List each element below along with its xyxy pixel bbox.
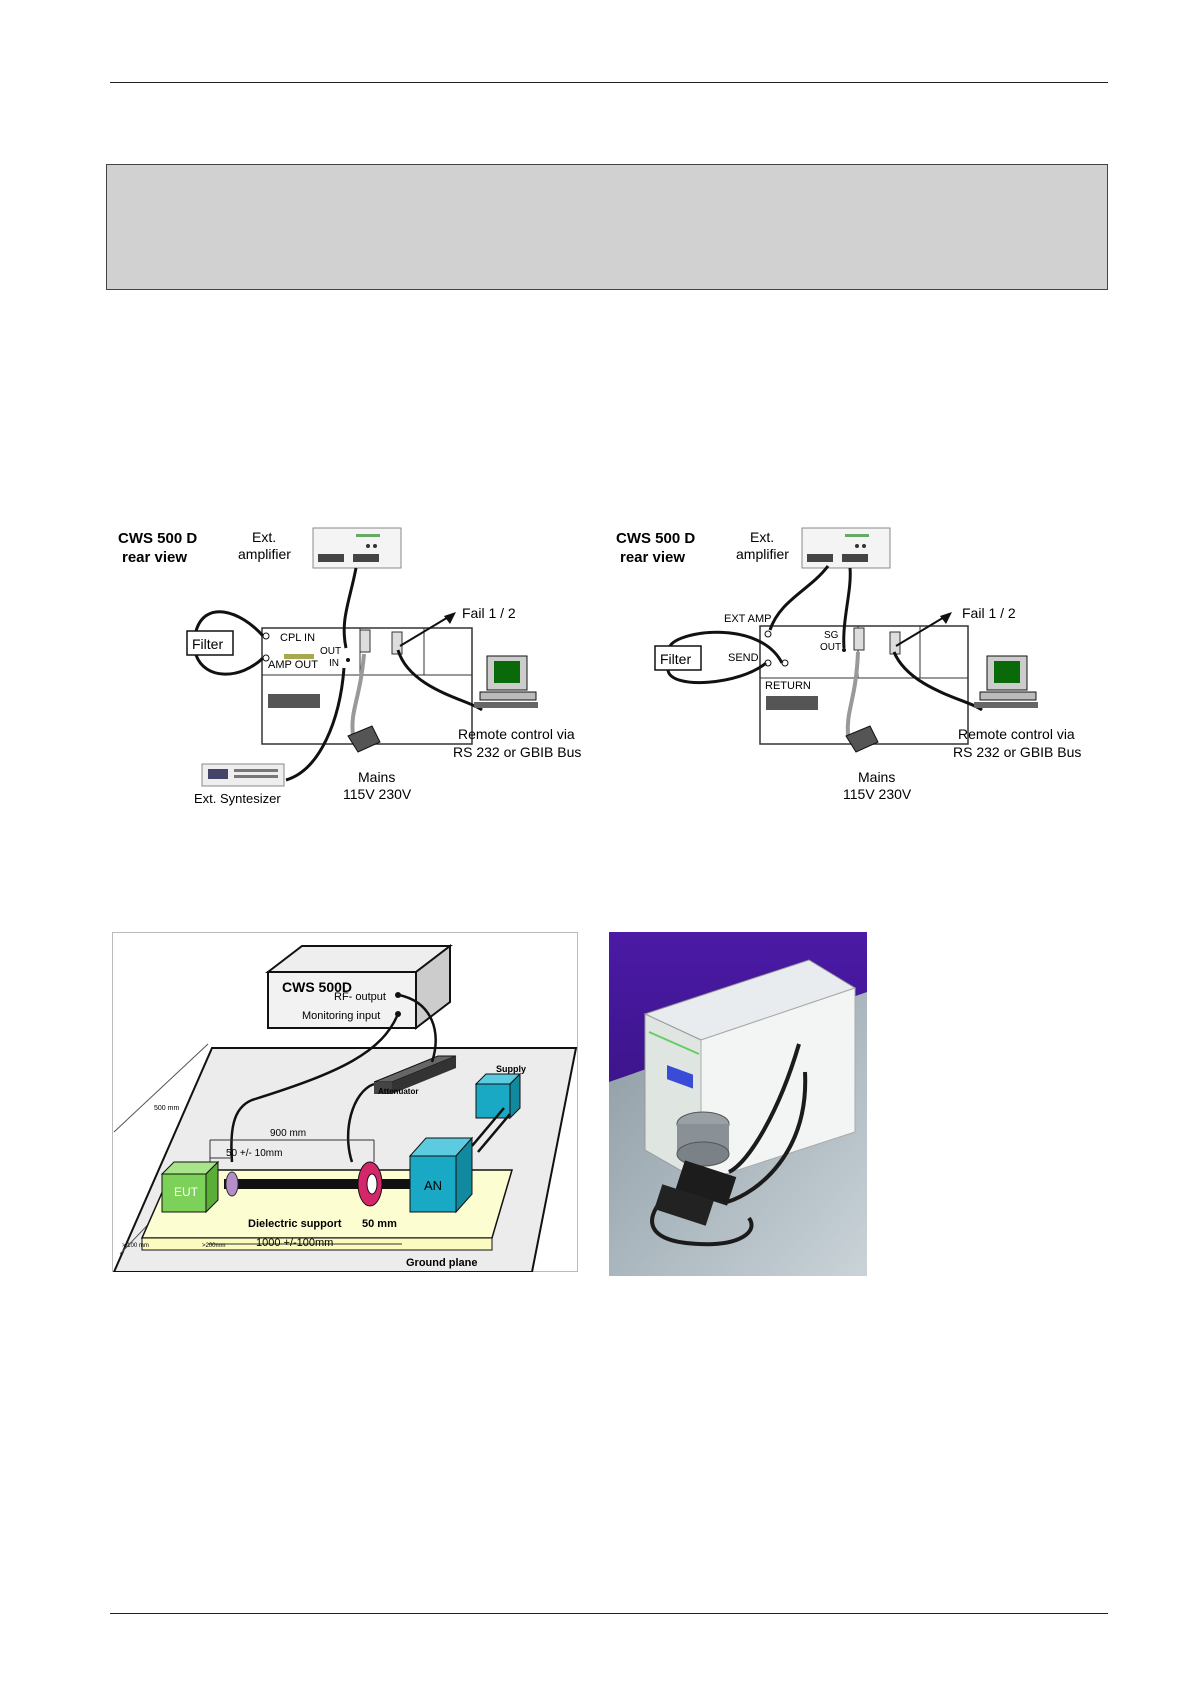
- an-box: [408, 1136, 474, 1214]
- dim-1000-label: 1000 +/-100mm: [256, 1237, 333, 1249]
- fail-arrow: [895, 615, 947, 647]
- out-label: OUT: [820, 642, 841, 653]
- setup-cables: [230, 993, 511, 1163]
- cws-title: CWS 500D: [282, 979, 352, 995]
- wiring-diagram-internal: CWS 500 D rear view Ext. amplifier EXT A…: [616, 527, 1081, 802]
- eut-box: [160, 1160, 220, 1214]
- dim-100-label: > 100 mm: [122, 1243, 149, 1249]
- mains-plug-icon: [347, 725, 381, 753]
- fail-arrowhead: [444, 612, 456, 624]
- amp-label-2: amplifier: [736, 546, 789, 562]
- attenuator-label: Attenuator: [378, 1087, 418, 1096]
- dim-900-label: 900 mm: [270, 1128, 306, 1139]
- send-label: SEND: [728, 652, 759, 664]
- remote-label-1: Remote control via: [958, 726, 1075, 742]
- device-subtitle: rear view: [122, 549, 187, 566]
- mains-label-1: Mains: [858, 769, 895, 785]
- an-label: AN: [424, 1178, 442, 1193]
- mains-plug-icon: [845, 725, 879, 753]
- external-amplifier: [312, 527, 402, 569]
- photo-cables: [650, 1043, 808, 1247]
- header-rule: [110, 82, 1108, 83]
- fail-arrowhead: [940, 612, 952, 624]
- computer-icon: [974, 655, 1038, 708]
- eut-label: EUT: [174, 1185, 199, 1199]
- supply-label: Supply: [496, 1064, 526, 1074]
- cables: [194, 567, 483, 782]
- mains-label-2: 115V 230V: [843, 786, 912, 802]
- return-label: RETURN: [765, 680, 811, 692]
- attenuator: [373, 1055, 457, 1094]
- ext-amp-label: EXT AMP: [724, 613, 771, 625]
- rear-panel: [759, 625, 969, 745]
- device-subtitle: rear view: [620, 549, 685, 566]
- fail-label: Fail 1 / 2: [962, 605, 1016, 621]
- supply-box: [474, 1072, 522, 1120]
- sg-label: SG: [824, 630, 839, 641]
- device-title: CWS 500 D: [118, 530, 197, 547]
- filter-box: [186, 630, 234, 656]
- cables: [666, 565, 983, 712]
- amp-label-1: Ext.: [750, 529, 774, 545]
- mains-cable: [350, 653, 366, 736]
- equipment-photo: [609, 932, 867, 1276]
- attenuator-device: [654, 1160, 737, 1226]
- external-amplifier: [801, 527, 891, 569]
- dielectric-label: Dielectric support: [248, 1218, 342, 1230]
- shaded-note-box: [106, 164, 1108, 290]
- cpl-in-label: CPL IN: [280, 632, 315, 644]
- monitoring-label: Monitoring input: [302, 1010, 380, 1022]
- in-label: IN: [329, 658, 339, 669]
- out-label: OUT: [320, 646, 341, 657]
- fail-label: Fail 1 / 2: [462, 605, 516, 621]
- computer-icon: [474, 655, 538, 708]
- injection-clamp: [357, 1161, 383, 1207]
- remote-label-2: RS 232 or GBIB Bus: [453, 744, 581, 760]
- amp-out-label: AMP OUT: [268, 659, 318, 671]
- mains-label-1: Mains: [358, 769, 395, 785]
- rear-panel: [261, 627, 473, 745]
- mains-label-2: 115V 230V: [343, 786, 412, 802]
- synth-label: Ext. Syntesizer: [194, 791, 281, 806]
- cable-under-test: [224, 1179, 444, 1189]
- remote-label-1: Remote control via: [458, 726, 575, 742]
- monitoring-probe: [225, 1171, 239, 1197]
- rf-output-label: RF- output: [334, 991, 386, 1003]
- mains-cable: [845, 651, 860, 736]
- clamp-device: [676, 1111, 730, 1167]
- device-title: CWS 500 D: [616, 530, 695, 547]
- synthesizer-icon: [201, 763, 285, 787]
- dim-500-label: 500 mm: [154, 1105, 179, 1112]
- ground-plane-label: Ground plane: [406, 1257, 478, 1269]
- remote-label-2: RS 232 or GBIB Bus: [953, 744, 1081, 760]
- wiring-diagram-external-synth: CWS 500 D rear view Ext. amplifier CPL I…: [118, 527, 581, 806]
- filter-box: [654, 645, 702, 671]
- test-setup-diagram: 500 mm CWS 500D RF- output Monitoring in…: [112, 932, 578, 1272]
- amp-label-2: amplifier: [238, 546, 291, 562]
- fail-arrow: [399, 615, 451, 647]
- dim-50-label: 50 +/- 10mm: [226, 1148, 282, 1159]
- dim-200-label: >200mm: [202, 1243, 226, 1249]
- footer-rule: [110, 1613, 1108, 1614]
- dim-50mm-label: 50 mm: [362, 1218, 397, 1230]
- filter-label: Filter: [192, 636, 223, 652]
- amp-label-1: Ext.: [252, 529, 276, 545]
- cws-500d-unit: [265, 943, 453, 1031]
- filter-label: Filter: [660, 651, 691, 667]
